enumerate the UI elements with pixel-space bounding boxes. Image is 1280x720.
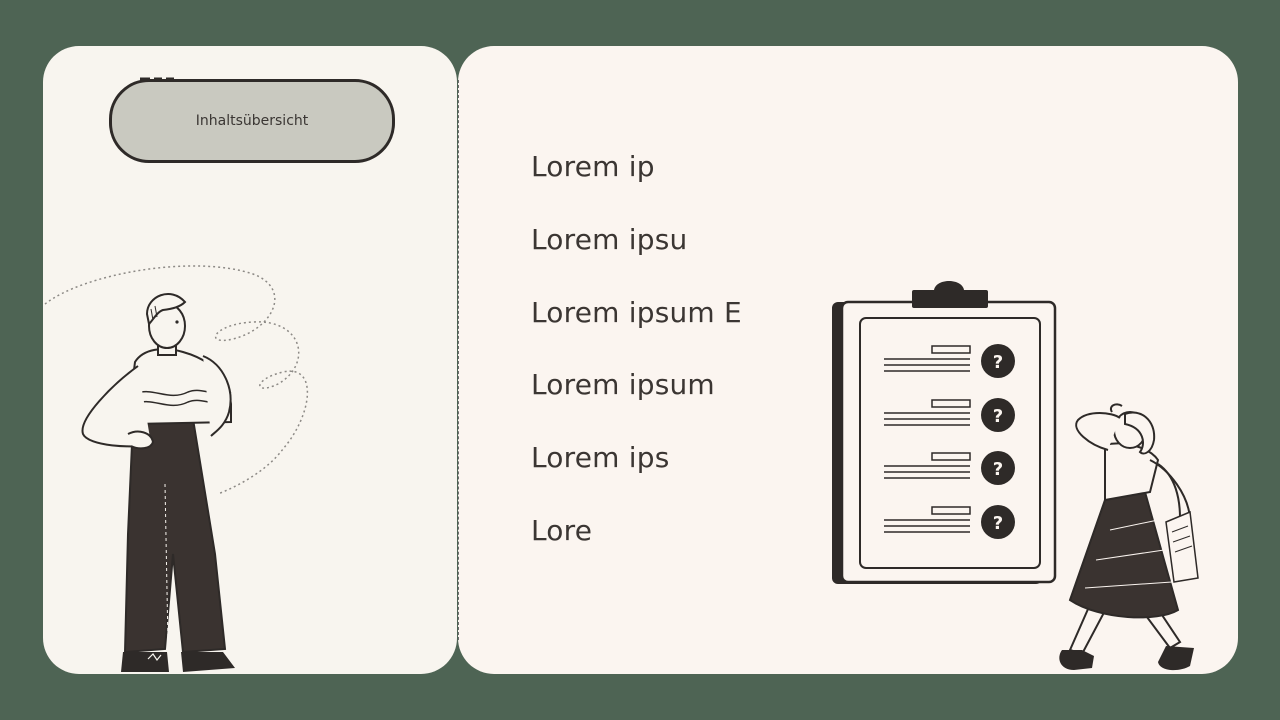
checklist-row: ? (884, 505, 1015, 539)
agenda-item: Lorem ip (531, 150, 655, 183)
section-title-pill: Inhaltsübersicht (109, 79, 395, 163)
man-illustration (44, 265, 309, 672)
agenda-item: Lorem ipsu (531, 222, 688, 256)
svg-text:?: ? (993, 406, 1003, 427)
svg-text:?: ? (993, 352, 1003, 373)
checklist-row: ? (884, 451, 1015, 485)
agenda-item: Lore (531, 513, 593, 547)
svg-text:?: ? (993, 459, 1003, 480)
panel-divider (458, 80, 459, 640)
agenda-item: Lorem ipsum (531, 368, 715, 402)
agenda-item: Lorem ipsum E (531, 295, 742, 329)
dotted-swirl (44, 265, 309, 495)
woman-illustration (1059, 403, 1199, 671)
checklist-row: ? (884, 398, 1015, 432)
page-title: Inhaltsübersicht (195, 113, 309, 129)
checklist-row: ? (884, 344, 1015, 378)
clipboard-illustration: ? ? ? ? (832, 281, 1057, 584)
agenda-item: Lorem ips (531, 441, 670, 475)
agenda-list: Lorem ip Lorem ipsu Lorem ipsum E Lorem … (531, 145, 742, 582)
svg-text:?: ? (993, 513, 1003, 534)
